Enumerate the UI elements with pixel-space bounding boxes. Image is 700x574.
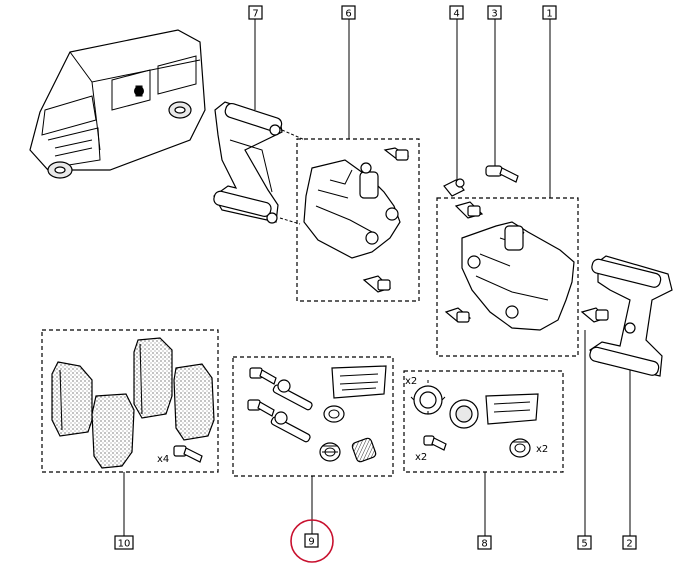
svg-text:4: 4	[453, 9, 459, 20]
leader-lines	[123, 19, 631, 536]
callout-7: 7	[248, 5, 263, 20]
svg-text:7: 7	[252, 9, 258, 20]
kit-box-10	[41, 329, 219, 473]
quantity-seal-kit-circlip: x2	[405, 376, 417, 387]
svg-text:10: 10	[118, 539, 131, 550]
kit-box-6	[296, 138, 420, 302]
callout-4: 4	[449, 5, 464, 20]
svg-text:2: 2	[626, 539, 632, 550]
pad-bolt	[173, 445, 203, 463]
callout-9: 9	[304, 533, 319, 548]
callout-2: 2	[622, 535, 637, 550]
brake-pads	[51, 337, 215, 469]
callout-6: 6	[341, 5, 356, 20]
bleed-screw	[443, 178, 465, 197]
svg-text:9: 9	[308, 537, 314, 548]
callout-10: 10	[114, 535, 134, 550]
van-illustration	[29, 29, 206, 179]
callout-5: 5	[577, 535, 592, 550]
svg-text:8: 8	[481, 539, 487, 550]
caliper-carrier-left	[213, 101, 283, 224]
caliper-seal-kit	[410, 380, 539, 458]
brake-caliper-right	[444, 201, 575, 331]
callout-3: 3	[487, 5, 502, 20]
guide-bolt-top	[485, 165, 519, 183]
caliper-carrier-right	[580, 255, 673, 377]
svg-text:5: 5	[581, 539, 587, 550]
quantity-pad-bolts: x4	[157, 454, 169, 465]
svg-text:3: 3	[491, 9, 497, 20]
callout-8: 8	[477, 535, 492, 550]
highlight-circle-9	[290, 519, 334, 563]
kit-box-1	[436, 197, 579, 357]
brake-caliper-left	[279, 129, 410, 293]
quantity-seal-kit-boot: x2	[536, 444, 548, 455]
svg-text:6: 6	[345, 9, 351, 20]
svg-text:1: 1	[546, 9, 552, 20]
kit-box-9	[232, 356, 394, 477]
callout-1: 1	[542, 5, 557, 20]
kit-box-8	[403, 370, 564, 473]
quantity-seal-kit-bolt: x2	[415, 452, 427, 463]
guide-pin-kit	[247, 365, 387, 463]
